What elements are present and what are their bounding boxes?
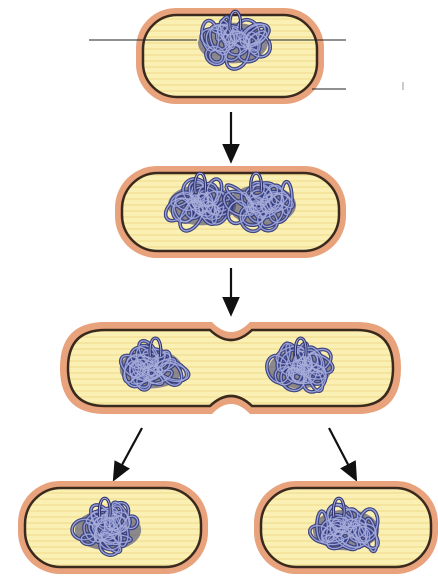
arrow — [328, 427, 358, 482]
replicated-cell — [115, 166, 346, 258]
arrow — [112, 427, 143, 482]
parent-cell — [136, 8, 324, 104]
dividing-cell — [60, 322, 401, 414]
chromosome — [118, 336, 191, 392]
chromosome — [222, 171, 297, 234]
chromosome — [307, 496, 380, 554]
daughter-cell-left — [18, 481, 208, 574]
chromosome — [265, 336, 335, 394]
daughter-cell-right — [254, 481, 438, 574]
chromosome — [70, 496, 142, 557]
chromosome — [198, 9, 273, 71]
